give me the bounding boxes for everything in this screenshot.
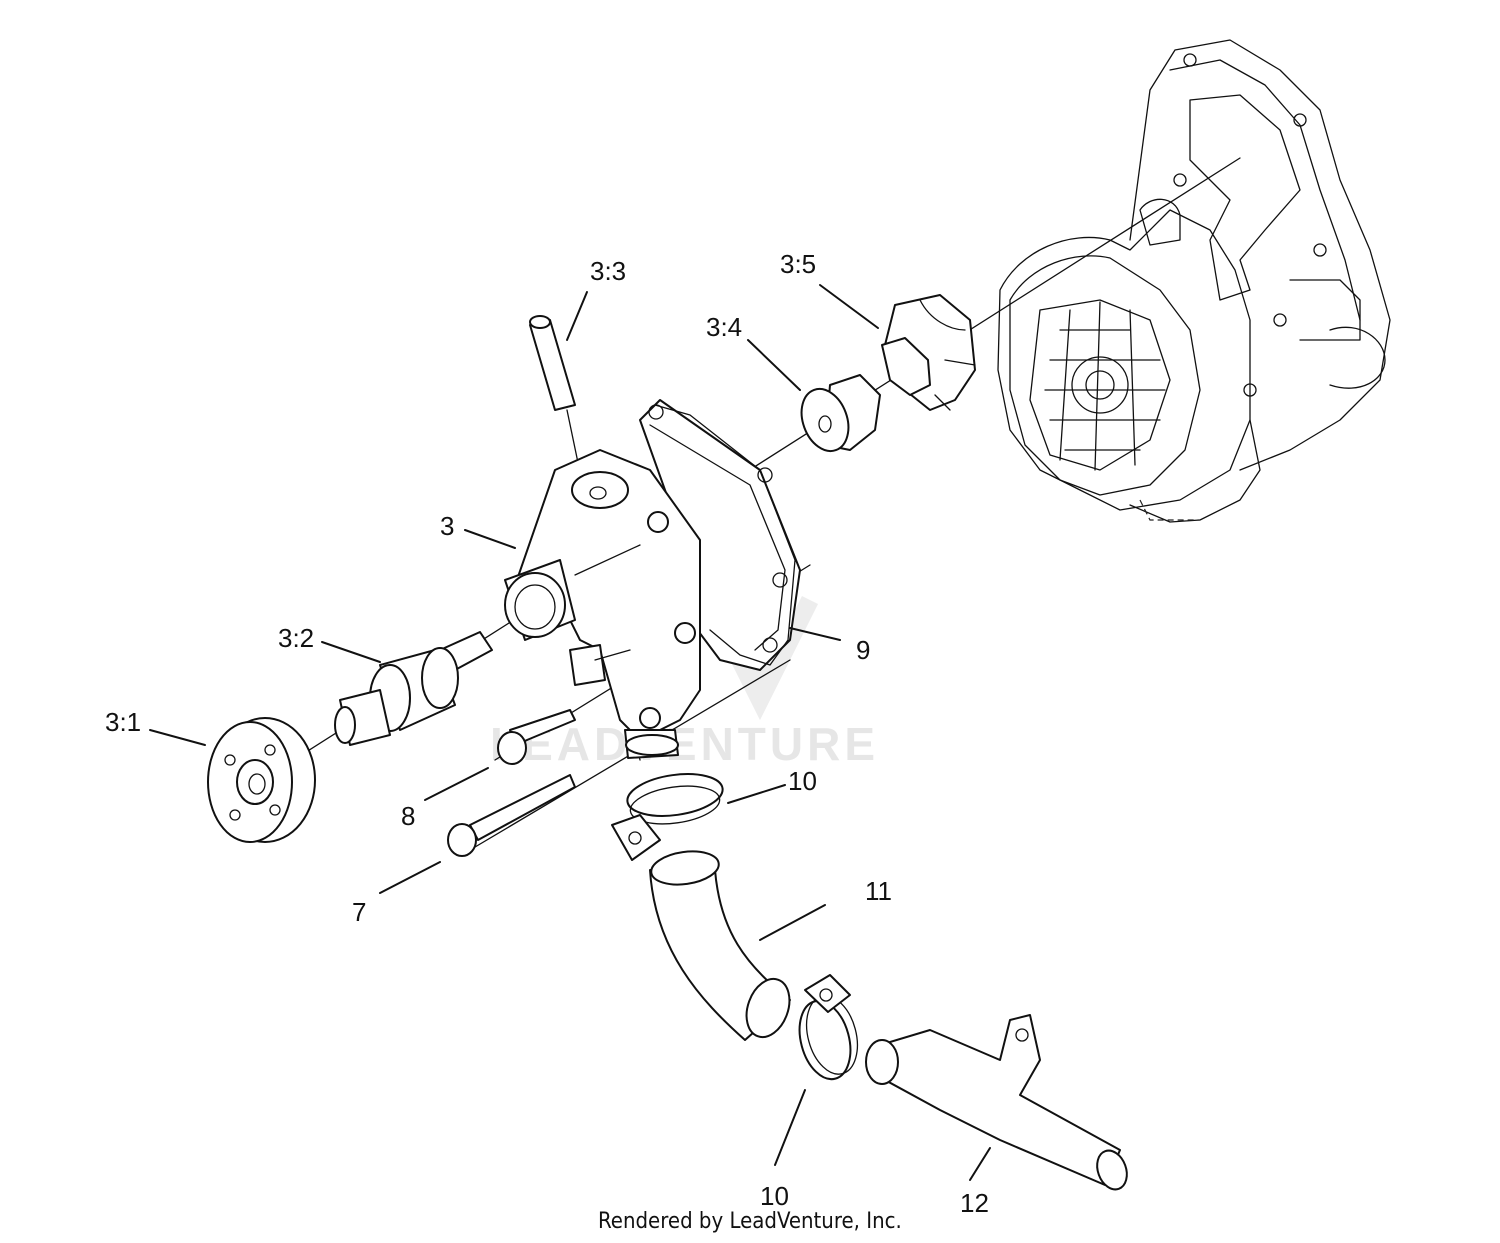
part-9-gasket [648, 404, 796, 666]
callout-11: 11 [865, 876, 892, 906]
footer-credit: Rendered by LeadVenture, Inc. [598, 1209, 902, 1234]
callout-9: 9 [856, 635, 870, 665]
leader-lines [149, 284, 991, 1181]
part-3-1-flange [207, 717, 316, 843]
callout-3-1: 3:1 [105, 707, 141, 737]
part-3-pump-body [504, 399, 801, 759]
callout-3-3: 3:3 [590, 256, 626, 286]
part-3-5-impeller [881, 294, 976, 411]
part-7-bolt [447, 774, 576, 857]
part-8-bolt [497, 709, 576, 765]
callout-12: 12 [960, 1188, 989, 1218]
callout-3-2: 3:2 [278, 623, 314, 653]
callout-10-lower: 10 [760, 1181, 789, 1211]
callout-10-upper: 10 [788, 766, 817, 796]
part-3-2-shaft [334, 631, 493, 746]
callout-8: 8 [401, 801, 415, 831]
part-3-4-seal [800, 374, 881, 452]
callout-3-5: 3:5 [780, 249, 816, 279]
part-11-hose [649, 850, 791, 1041]
callout-labels: 3:3 3:5 3:4 3 3:2 9 3:1 10 8 11 7 10 12 [105, 249, 989, 1218]
callout-3-4: 3:4 [706, 312, 742, 342]
engine-block [997, 39, 1391, 523]
callout-3: 3 [440, 511, 454, 541]
part-12-pipe [865, 1014, 1128, 1191]
part-10-lower-clamp [798, 974, 859, 1081]
callout-7: 7 [352, 897, 366, 927]
part-10-upper-clamp [611, 773, 724, 861]
